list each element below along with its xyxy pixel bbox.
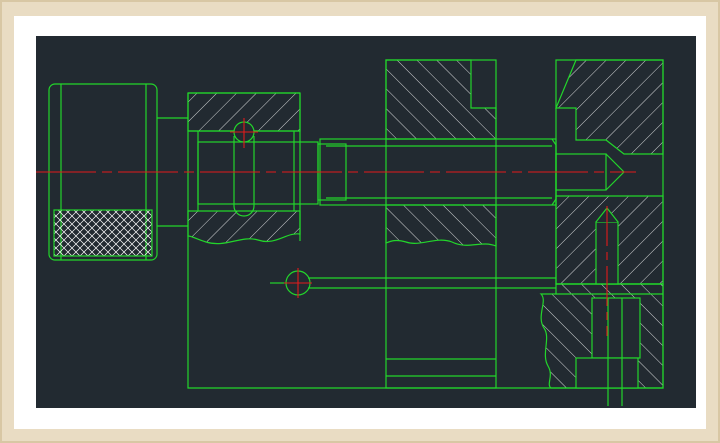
guide-block	[187, 92, 301, 245]
centerlines	[36, 118, 636, 336]
center-body	[385, 59, 497, 389]
cad-viewport	[36, 36, 696, 408]
linkage-rod	[270, 270, 556, 296]
cad-drawing	[36, 59, 664, 406]
lower-fixture	[539, 283, 664, 406]
